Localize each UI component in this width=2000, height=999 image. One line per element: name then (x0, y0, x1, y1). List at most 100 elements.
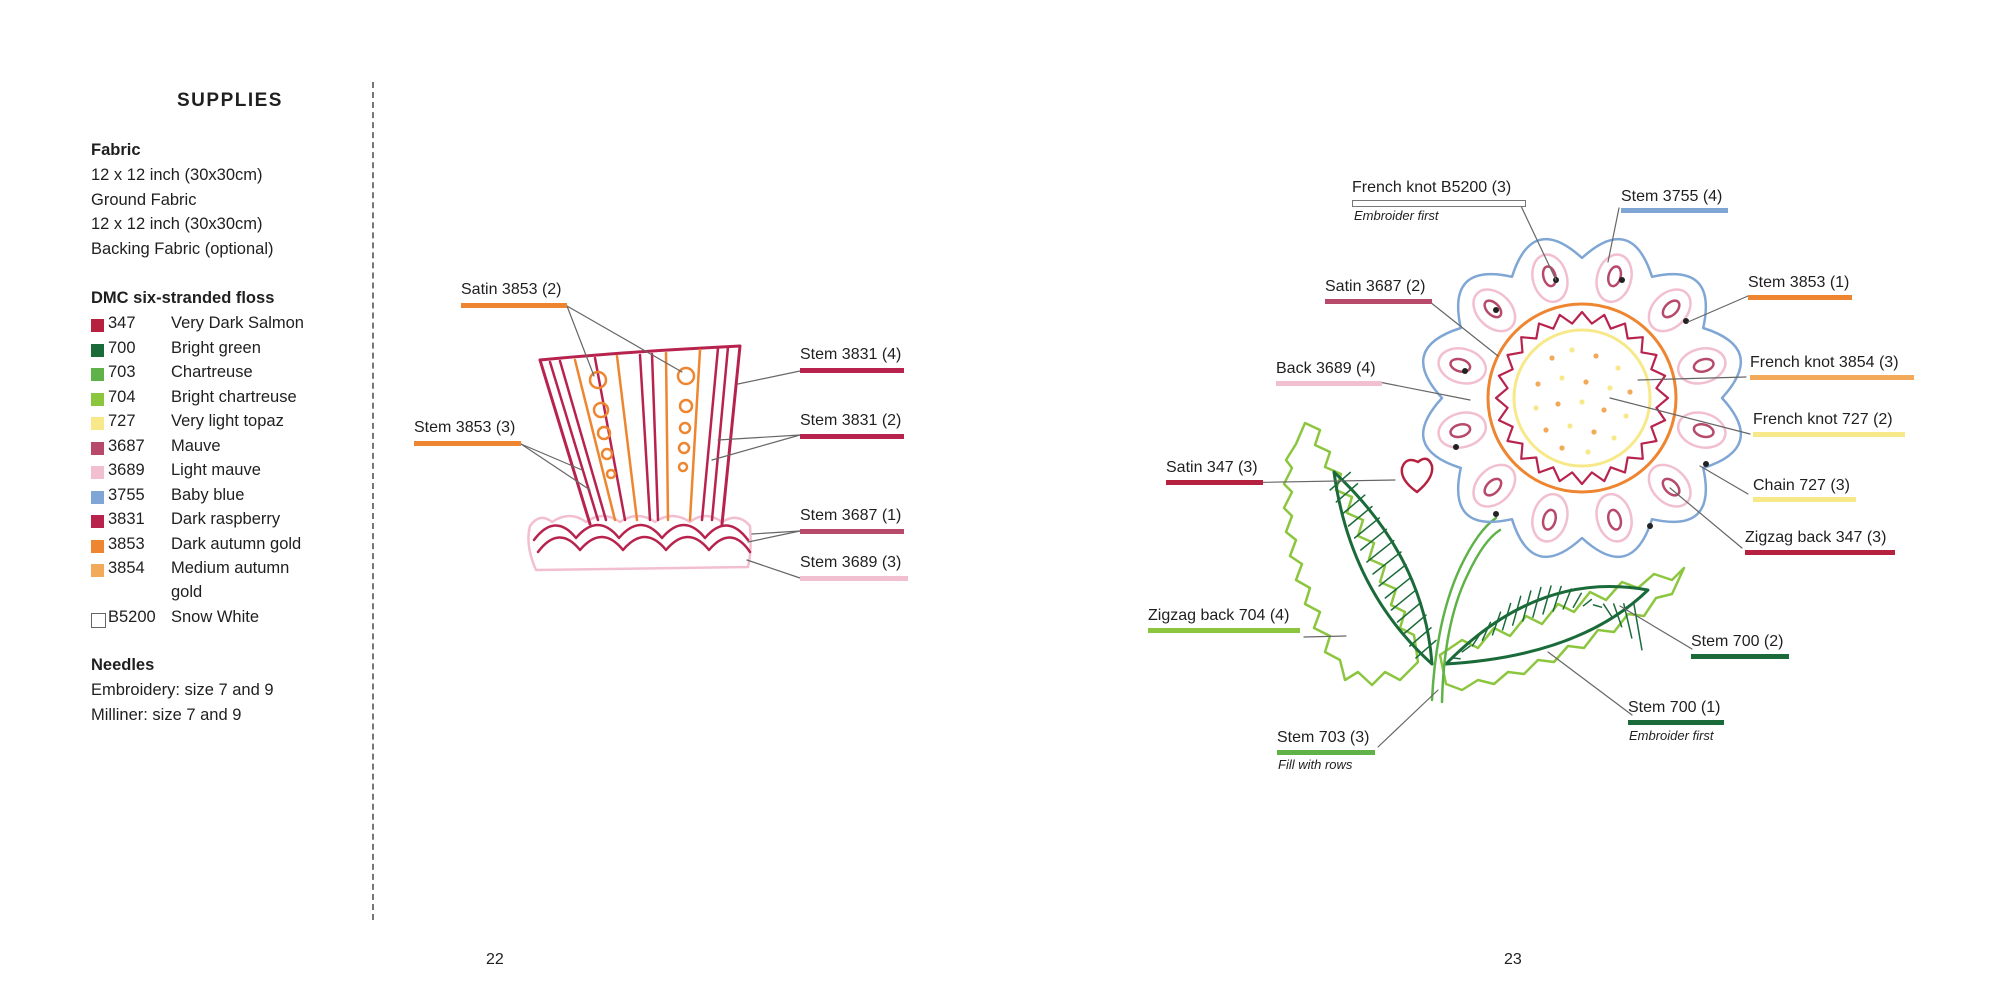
floss-color-swatch (91, 417, 104, 430)
leaf-hatch-line (1372, 551, 1402, 575)
leaf-hatch-line (1592, 604, 1603, 608)
french-knot (1615, 365, 1621, 371)
leaf-hatch-line (1582, 598, 1593, 607)
floss-color-swatch (91, 612, 106, 628)
leaf-hatch-line (1409, 627, 1432, 647)
french-knot (1543, 427, 1549, 433)
needles-line: Embroidery: size 7 and 9 (91, 681, 274, 699)
label-back-3689: Back 3689 (4) (1276, 360, 1376, 377)
thread-swatch-bar (1148, 628, 1300, 633)
thread-swatch-bar (1166, 480, 1263, 485)
floss-code: 3687 (108, 436, 145, 455)
inner-petal (1472, 288, 1517, 333)
fabric-line: Backing Fabric (optional) (91, 240, 274, 258)
french-knot (1535, 381, 1541, 387)
thread-swatch-bar (800, 368, 904, 373)
floss-name: Bright green (171, 338, 261, 357)
floss-color-swatch (91, 392, 104, 406)
thread-swatch-bar (461, 303, 567, 308)
leaf-hatch-line (1612, 603, 1623, 628)
label-stem-700-2: Stem 700 (2) (1691, 633, 1784, 650)
french-knot (1601, 407, 1607, 413)
french-knot (1611, 435, 1617, 441)
label-stem-703: Stem 703 (3) (1277, 729, 1370, 746)
french-knot (1549, 355, 1555, 361)
leaf-hatch-line (1532, 586, 1542, 618)
floss-code: 3853 (108, 534, 145, 553)
thread-swatch-bar (1753, 432, 1905, 437)
leaf-hatch-line (1522, 590, 1532, 622)
thread-swatch-bar (1753, 497, 1856, 502)
floss-name: Snow White (171, 607, 260, 626)
leaf-hatch-line (1542, 585, 1552, 615)
leaf-hatch-line (1390, 589, 1417, 611)
french-knot (1559, 375, 1565, 381)
thread-swatch-bar (800, 434, 904, 439)
leaf-hatch-line (1552, 585, 1562, 612)
thread-swatch-bar (800, 529, 904, 534)
thread-swatch-bar (800, 576, 908, 581)
floss-name: Dark autumn gold (171, 534, 302, 553)
french-knot (1585, 449, 1591, 455)
floss-color-swatch (91, 539, 104, 553)
satin-teardrop (1483, 477, 1503, 497)
inner-petal (1595, 492, 1633, 543)
hat-illustration (520, 305, 801, 579)
floss-color-swatch (91, 319, 104, 332)
satin-teardrop (1607, 508, 1623, 531)
thread-swatch-bar (1277, 750, 1375, 755)
floss-color-swatch (91, 564, 104, 577)
leaf-hatch-line (1347, 505, 1373, 527)
fabric-line: Ground Fabric (91, 191, 197, 209)
floss-code: B5200 (108, 607, 156, 626)
floss-color-swatch (91, 466, 104, 479)
inner-petal (1472, 463, 1517, 508)
satin-teardrop (1661, 299, 1681, 319)
floss-code: 3854 (108, 559, 145, 577)
thread-swatch-bar (1628, 720, 1724, 725)
satin-teardrop (1541, 265, 1557, 288)
flower-illustration (1222, 205, 1751, 748)
thread-swatch-bar (1750, 375, 1914, 380)
leaf-hatch-line (1341, 494, 1366, 515)
leaf-hatch-line (1360, 528, 1388, 551)
inner-petal (1531, 492, 1569, 543)
leaf-hatch-line (1501, 602, 1512, 631)
floss-code: 3831 (108, 510, 145, 528)
floss-code: 703 (108, 363, 136, 381)
thread-swatch-bar (1691, 654, 1789, 659)
floss-code: 347 (108, 314, 136, 332)
satin-teardrop (1692, 423, 1715, 439)
floss-color-swatch (91, 490, 104, 504)
floss-name: Chartreuse (171, 363, 253, 381)
leaf-hatch-line (1481, 621, 1492, 641)
label-chain-727: Chain 727 (3) (1753, 477, 1850, 494)
thread-swatch-bar (414, 441, 521, 446)
satin-teardrop (1449, 423, 1472, 439)
french-knot (1627, 389, 1633, 395)
french-knot (1555, 401, 1561, 407)
fabric-line: 12 x 12 inch (30x30cm) (91, 215, 263, 233)
note-embroider-first: Embroider first (1354, 208, 1439, 223)
satin-teardrop (1449, 357, 1472, 373)
leaf-hatch-line (1491, 611, 1502, 636)
label-stem-700-1: Stem 700 (1) (1628, 699, 1721, 716)
leaf-hatch-line (1335, 483, 1359, 503)
leaf-hatch-line (1461, 645, 1471, 653)
leaf-hatch-line (1353, 517, 1381, 539)
floss-name: Baby blue (171, 485, 245, 504)
thread-swatch-bar (1325, 299, 1432, 304)
french-knot (1533, 405, 1539, 411)
leaf-hatch-line (1415, 639, 1437, 659)
floss-color-swatch (91, 515, 104, 528)
label-zigzag-back-347: Zigzag back 347 (3) (1745, 529, 1887, 546)
label-zigzag-back-704: Zigzag back 704 (4) (1148, 607, 1290, 624)
label-satin-3687: Satin 3687 (2) (1325, 278, 1426, 295)
french-knot (1569, 347, 1575, 353)
leaf-hatch-line (1562, 588, 1572, 610)
label-satin-347: Satin 347 (3) (1166, 459, 1258, 476)
floss-name: Very light topaz (171, 412, 284, 430)
leaf-hatch-line (1378, 563, 1407, 587)
inner-petal (1437, 411, 1488, 449)
